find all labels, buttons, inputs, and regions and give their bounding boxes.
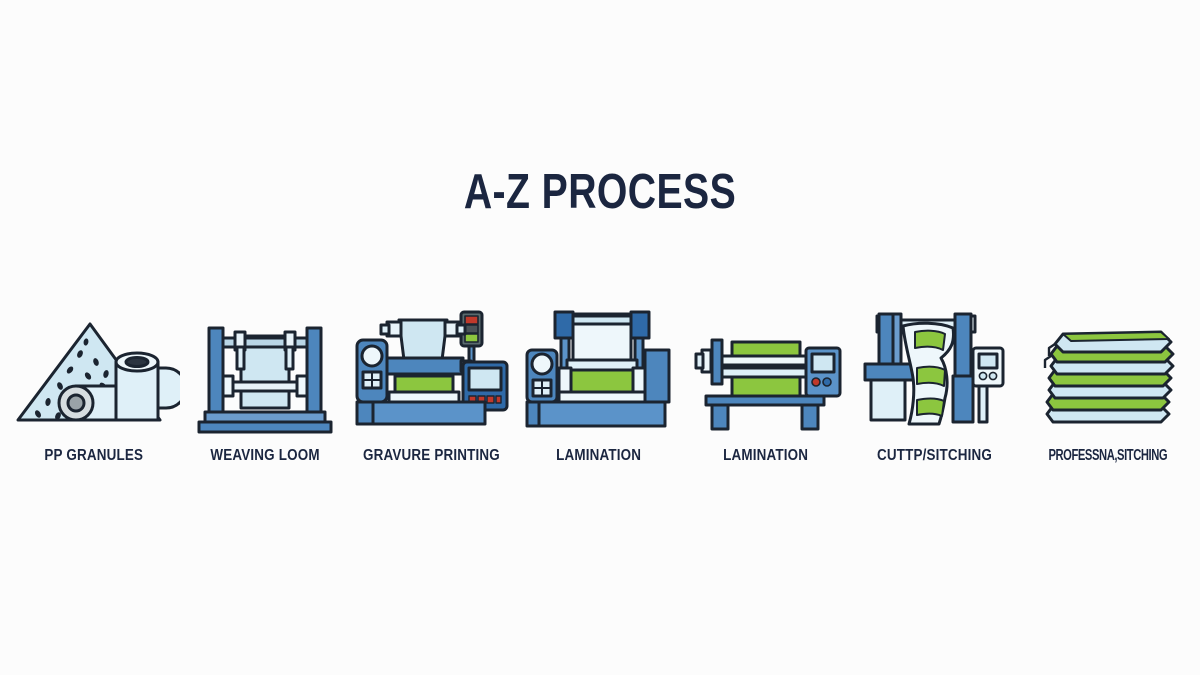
step-label-7: PROFESSNA,SITCHING [1048,447,1168,464]
step-label-4: LAMINATION [556,447,642,464]
process-step-5[interactable]: LAMINATION [686,290,846,465]
step-label-5: LAMINATION [723,447,809,464]
lamination-roller-icon [688,304,844,434]
process-step-4[interactable]: LAMINATION [521,290,677,465]
pp-granules-icon [8,304,180,434]
step-label-1: PP GRANULES [44,447,144,464]
weaving-loom-icon [195,304,335,434]
gravure-printing-icon [351,304,511,434]
step-label-6: CUTTP/SITCHING [877,447,993,464]
process-step-3[interactable]: GRAVURE PRINTING [350,290,512,465]
lamination-machine-icon [523,304,675,434]
process-step-1[interactable]: PP GRANULES [8,290,180,465]
cutting-stitching-icon [857,304,1013,434]
process-steps-row: PP GRANULES [0,290,1200,465]
process-step-2[interactable]: WEAVING LOOM [189,290,341,465]
page-title: A-Z PROCESS [463,165,737,219]
stacked-bags-icon [1033,304,1183,434]
step-label-2: WEAVING LOOM [210,447,320,464]
process-step-7[interactable]: PROFESSNA,SITCHING [1024,290,1192,465]
process-step-6[interactable]: CUTTP/SITCHING [855,290,1015,465]
step-label-3: GRAVURE PRINTING [362,447,500,464]
